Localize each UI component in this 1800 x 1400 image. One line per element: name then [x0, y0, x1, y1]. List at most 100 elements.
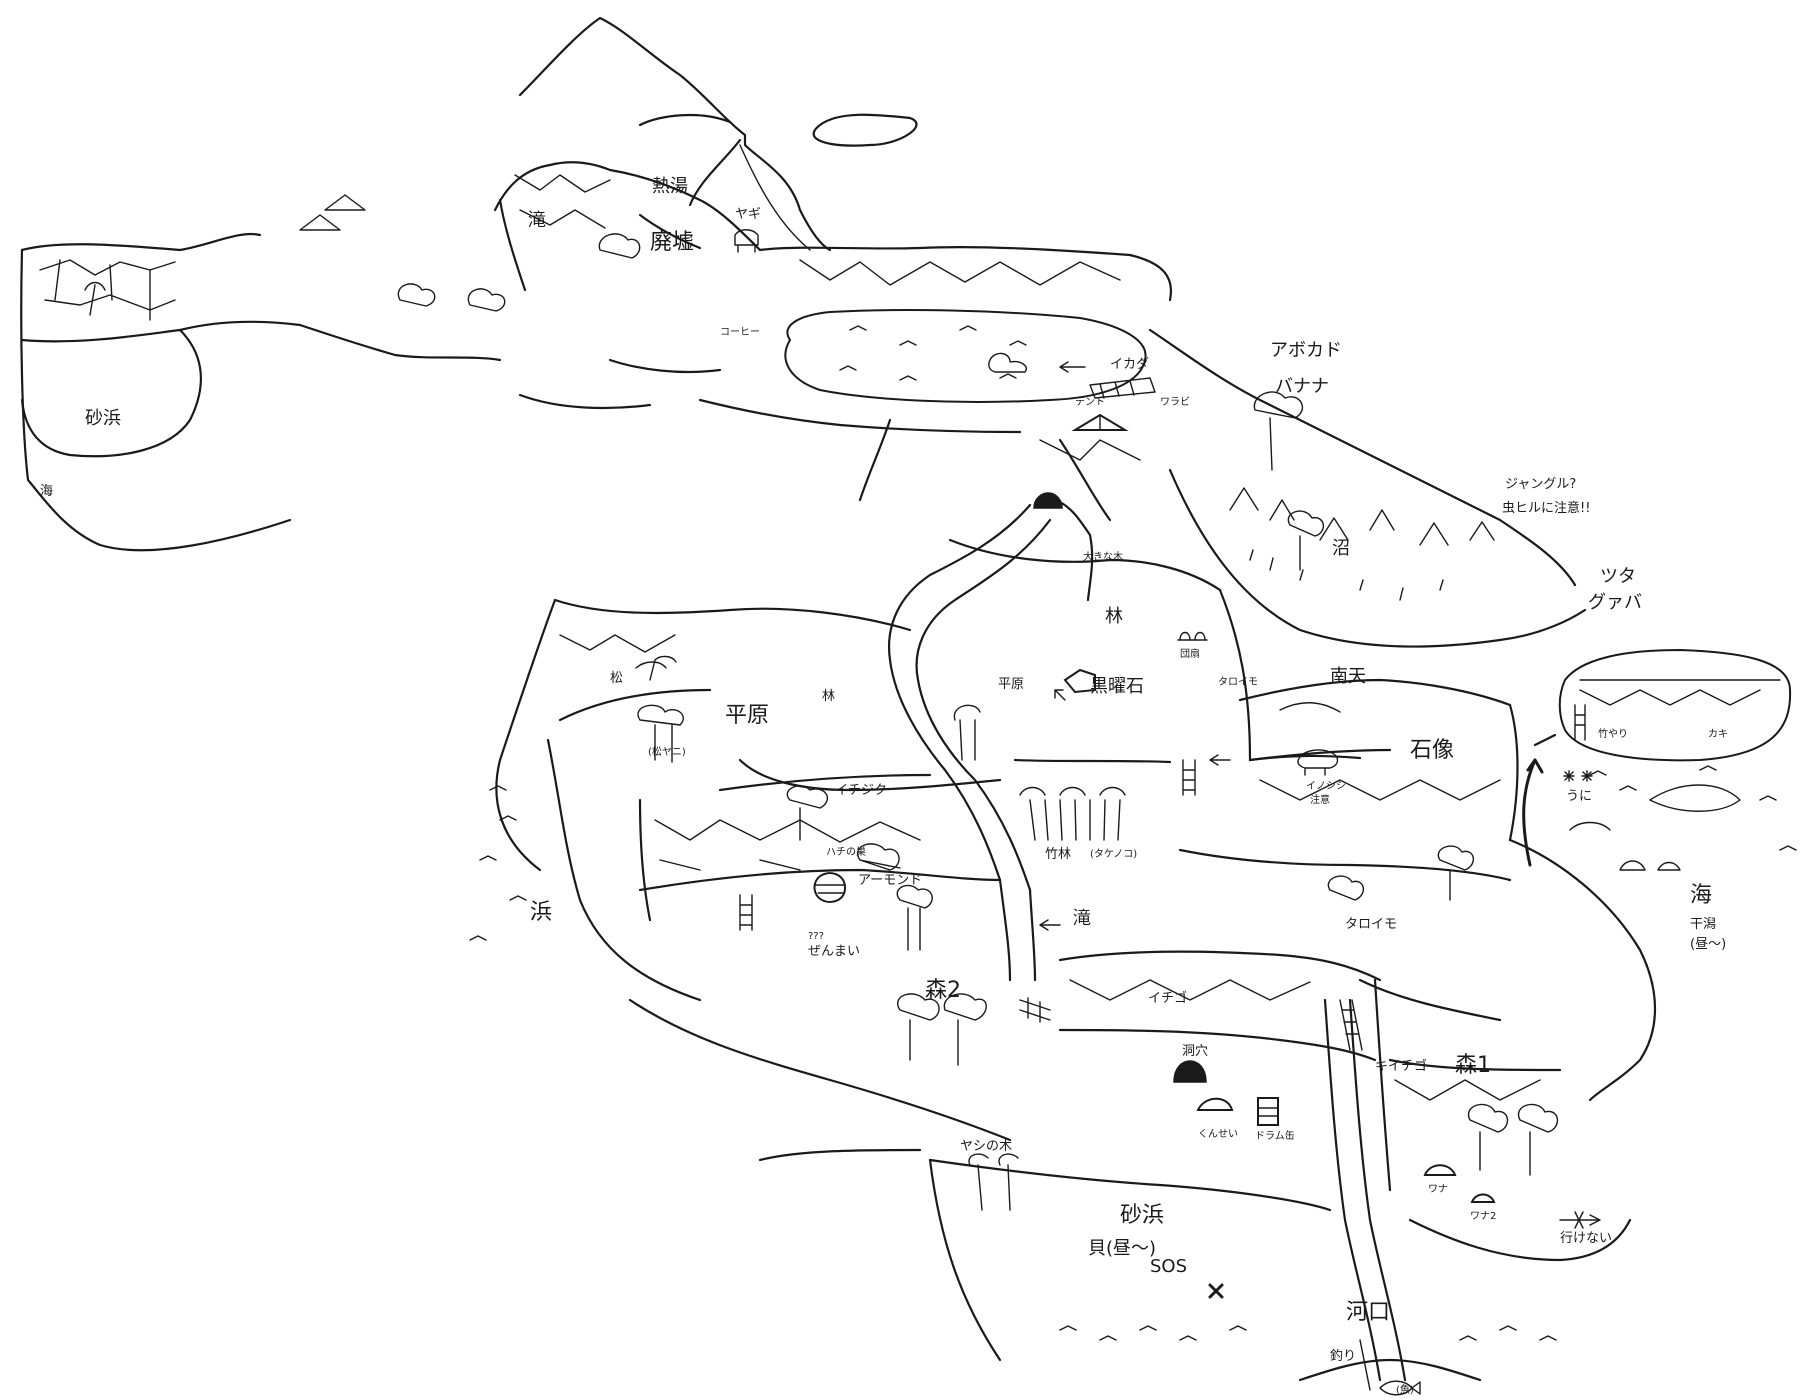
label-raft: イカダ [1110, 357, 1150, 372]
beehive-icon [813, 872, 847, 903]
label-sos: SOS [1150, 1256, 1188, 1277]
label-tidal-flat: 干潟 [1690, 917, 1717, 932]
smokehouse-icon [1196, 1097, 1234, 1111]
label-leech-warning: 虫ヒルに注意!! [1502, 501, 1591, 516]
statue-plateau [1178, 678, 1519, 882]
oyster-inset [1533, 648, 1792, 762]
ladders [739, 704, 1586, 1051]
label-pine-resin: (松ヤニ) [648, 747, 686, 758]
cave-entrance-icon [1173, 1060, 1207, 1083]
label-banana: バナナ [1275, 376, 1329, 397]
label-bracken: ワラビ [1160, 397, 1190, 408]
goat-icon [734, 229, 759, 253]
fishing-rod-icon [1359, 1339, 1371, 1391]
label-woods-b: 林 [822, 689, 836, 704]
label-swamp: 沼 [1332, 538, 1350, 559]
label-guava: グァバ [1588, 592, 1642, 613]
duck-icon [988, 352, 1027, 373]
label-fern: ぜんまい [808, 944, 861, 959]
label-waterfall-top: 滝 [528, 210, 546, 231]
label-trap-2: ワナ2 [1470, 1211, 1497, 1222]
label-forest-1: 森1 [1455, 1053, 1491, 1078]
label-no-entry: 行けない [1560, 1231, 1613, 1246]
label-goat: ヤギ [735, 207, 762, 222]
label-woods-a: 林 [1105, 606, 1123, 627]
label-boar-warning: 注意 [1310, 795, 1330, 806]
label-ivy: ツタ [1600, 566, 1636, 587]
label-strawberry: イチゴ [1148, 991, 1188, 1006]
urchin-icon [1563, 770, 1593, 782]
raft-icon [1089, 377, 1156, 399]
label-avocado: アボカド [1270, 340, 1342, 361]
label-jungle: ジャングル? [1505, 477, 1577, 492]
label-raspberry: キイチゴ [1375, 1059, 1428, 1074]
label-bee-nest: ハチの巣 [826, 847, 866, 858]
label-sand-beach-nw: 砂浜 [85, 408, 121, 429]
trees [84, 194, 1559, 1211]
label-obsidian: 黒曜石 [1090, 676, 1144, 697]
label-boar: イノシシ [1306, 781, 1346, 792]
label-taro-bottom: タロイモ [1345, 917, 1398, 932]
south-river [1323, 998, 1407, 1382]
label-sea-west: 海 [40, 484, 54, 499]
label-fishing: 釣り [1330, 1349, 1357, 1364]
label-fig: イチジク [835, 783, 888, 798]
label-bamboo-trap: 竹やり [1598, 729, 1628, 740]
label-oyster: カキ [1708, 729, 1728, 740]
label-tidal-time: (昼～) [1690, 937, 1727, 952]
label-almond: アーモンド [858, 873, 923, 888]
shell-icon [1619, 860, 1681, 871]
label-trap: ワナ [1428, 1184, 1448, 1195]
obsidian-icon [1063, 668, 1096, 694]
west-plain [546, 598, 1002, 1002]
label-palm: ヤシの木 [960, 1139, 1013, 1154]
label-stone-statue: 石像 [1410, 738, 1455, 763]
label-bamboo-forest: 竹林 [1045, 847, 1072, 862]
east-sea [1508, 765, 1797, 1102]
big-tree-icon [1053, 498, 1094, 602]
label-shelter: 南天 [1330, 666, 1366, 687]
label-tent: テント [1075, 397, 1105, 408]
label-cave: 洞穴 [1182, 1044, 1209, 1059]
tent-icon [1071, 413, 1129, 431]
mountain-peak [518, 16, 918, 252]
main-river [888, 503, 1052, 982]
label-river-mouth: 河口 [1346, 1300, 1391, 1325]
label-sand-beach-south: 砂浜 [1120, 1203, 1165, 1228]
drum-icon [1257, 1097, 1279, 1126]
northwest-coast [20, 232, 502, 552]
sos-mark-icon [1208, 1283, 1224, 1299]
label-beach-west: 浜 [530, 900, 553, 925]
lake [784, 309, 1147, 403]
paths [738, 361, 1601, 1229]
label-sea-east: 海 [1690, 883, 1713, 908]
center-plain [948, 538, 1252, 764]
label-hot-spring: 熱湯 [652, 176, 688, 197]
label-bamboo-shoot: (タケノコ) [1090, 849, 1138, 860]
label-plain-west: 平原 [725, 703, 770, 728]
label-cactus: 団扇 [1180, 649, 1200, 660]
label-pine: 松 [610, 671, 624, 686]
label-drum: ドラム缶 [1255, 1131, 1295, 1142]
central-cliff [698, 245, 1173, 522]
jungle-area [1148, 328, 1587, 648]
cactus-icon [1177, 631, 1208, 641]
label-waterfall-mid: 滝 [1073, 908, 1091, 929]
label-fish: (魚) [1396, 1385, 1414, 1396]
label-coffee: コーヒー [720, 327, 760, 338]
boar-icon [1297, 749, 1339, 776]
fish-icon [1379, 1380, 1421, 1396]
label-forest-2: 森2 [925, 978, 961, 1003]
label-plain-center: 平原 [998, 677, 1025, 692]
label-smoked: くんせい [1198, 1129, 1238, 1140]
west-sea [469, 598, 557, 941]
label-big-tree: 大きな木 [1083, 552, 1123, 563]
south-beach [928, 1158, 1632, 1382]
label-fern-q: ??? [808, 931, 824, 942]
south-forest [628, 950, 1562, 1192]
trap-2-icon [1470, 1193, 1496, 1203]
label-taro-top: タロイモ [1218, 677, 1258, 688]
label-shell: 貝(昼～) [1088, 1238, 1157, 1259]
